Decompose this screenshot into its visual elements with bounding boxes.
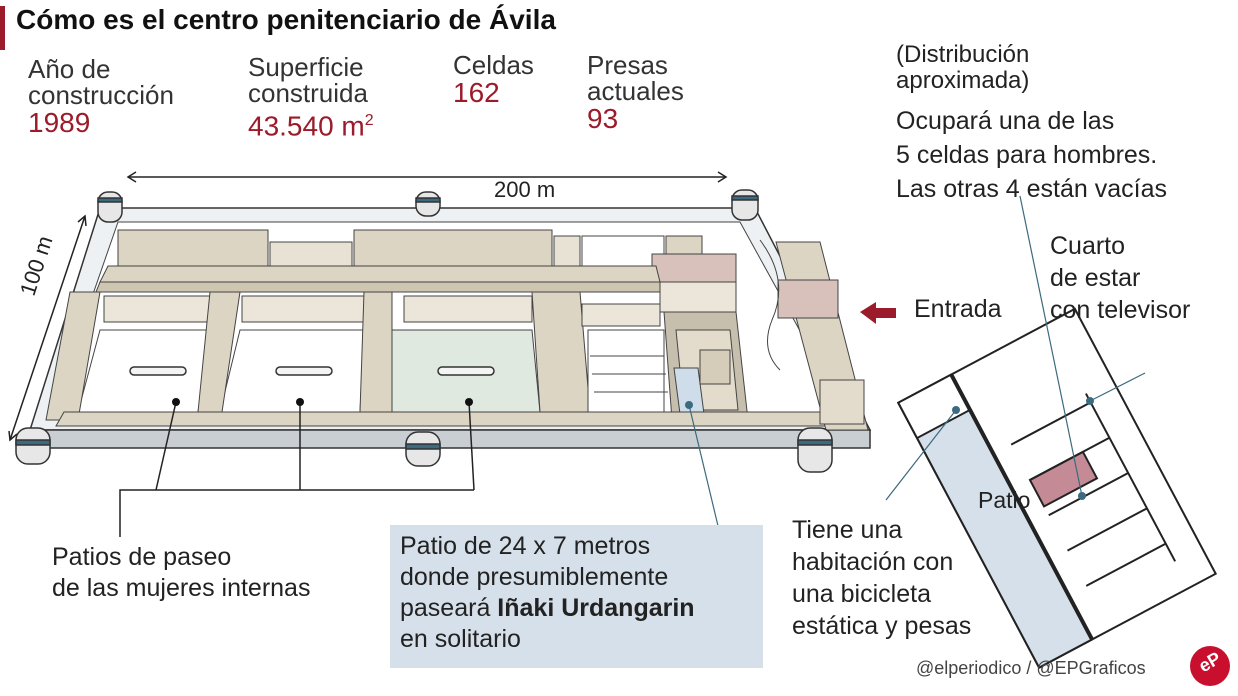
width-dimension-arrow [126,171,728,183]
stat-label: Año de [28,54,111,84]
stat-label: Presas [587,50,668,80]
stat-value: 1989 [28,107,91,138]
module-floor-plan [896,307,1218,669]
outer-wall-base [29,429,871,449]
back-building [665,235,703,257]
label-line: Cuarto [1050,232,1126,260]
back-building-pink [651,253,737,285]
logo-icon [1190,646,1230,686]
tv-room-note: Cuarto de estar con televisor [1050,230,1190,326]
plan-marker [952,406,960,414]
stat-value: 43.540 m2 [248,106,374,141]
entrance-arrow-icon [860,302,896,324]
urdangarin-marker [685,401,693,409]
title-accent-bar [0,6,5,50]
leader-lines [119,401,475,537]
label-line: (Distribución [896,41,1030,68]
note-line-text: paseará [400,594,498,622]
stat-cells: Celdas 162 [453,52,534,108]
label-line: Las otras 4 están vacías [896,175,1167,203]
plan-patio-label: Patio [978,487,1031,513]
label-line: 5 celdas para hombres. [896,141,1158,169]
patio-1-windows [103,295,211,323]
stat-label: Superficie [248,52,364,82]
back-building [581,235,665,267]
back-building [553,235,581,267]
label-line: con televisor [1050,296,1191,324]
note-line: en solitario [400,625,521,653]
entrance-label: Entrada [914,295,1002,323]
stat-label: actuales [587,76,684,106]
patio-marker [465,398,473,406]
distribution-note: (Distribución aproximada) [896,42,1029,94]
stat-built-area: Superficie construida 43.540 m2 [248,54,374,141]
bench-icon [129,366,495,376]
watchtower-icon [15,189,833,473]
label-line: de estar [1050,264,1141,292]
women-patios-label: Patios de paseo de las mujeres internas [52,542,310,604]
back-building [269,241,353,267]
stat-current-inmates: Presas actuales 93 [587,52,684,134]
page-title: Cómo es el centro penitenciario de Ávila [16,4,556,35]
entrance-gate [777,279,839,319]
urdangarin-leader [688,404,720,531]
entrance-curve [759,239,781,371]
plan-leaders [885,195,1146,501]
right-block [581,303,661,327]
label-line: Ocupará una de las [896,107,1115,135]
main-corridor-top [95,281,661,293]
patio-note-box [390,525,763,668]
men-module-room [699,349,731,385]
note-line-bold: Iñaki Urdangarin [497,594,695,622]
plan-marker [1086,397,1094,405]
label-line: estática y pesas [792,612,972,640]
men-module [659,281,737,313]
depth-dimension-arrow [8,214,87,442]
credits: @elperiodico / @EPGraficos [916,658,1146,678]
back-building [117,229,269,267]
label-line: Tiene una [792,516,903,544]
note-line: donde presumiblemente [400,563,669,591]
stat-label: construcción [28,80,174,110]
note-line: Patio de 24 x 7 metros [400,532,651,560]
stat-value: 162 [453,77,500,108]
entrance-block [819,379,865,425]
cells-note: Ocupará una de las 5 celdas para hombres… [896,104,1167,206]
plan-marker [1078,492,1086,500]
gym-note: Tiene una habitación con una bicicleta e… [792,514,971,642]
stat-value-number: 43.540 m [248,110,365,142]
patio-note: Patio de 24 x 7 metros donde presumiblem… [400,531,695,655]
back-building [353,229,553,267]
label-line: de las mujeres internas [52,574,311,602]
right-block [587,329,665,415]
stat-label: Celdas [453,50,534,80]
patio-2-windows [241,295,365,323]
label-line: aproximada) [896,67,1030,94]
stat-label: construida [248,78,368,108]
building-wing [531,291,591,413]
label-line: habitación con [792,548,954,576]
stat-value-superscript: 2 [364,112,374,129]
stat-value: 93 [587,103,619,134]
patio-3-windows [403,295,533,323]
stat-construction-year: Año de construcción 1989 [28,56,174,138]
label-line: una bicicleta [792,580,931,608]
note-line: paseará Iñaki Urdangarin [400,593,695,624]
label-line: Patios de paseo [52,543,232,571]
main-corridor [99,265,661,283]
width-label: 200 m [494,177,556,202]
patio-marker [296,398,304,406]
patio-marker [172,398,180,406]
building-wing [359,291,393,413]
